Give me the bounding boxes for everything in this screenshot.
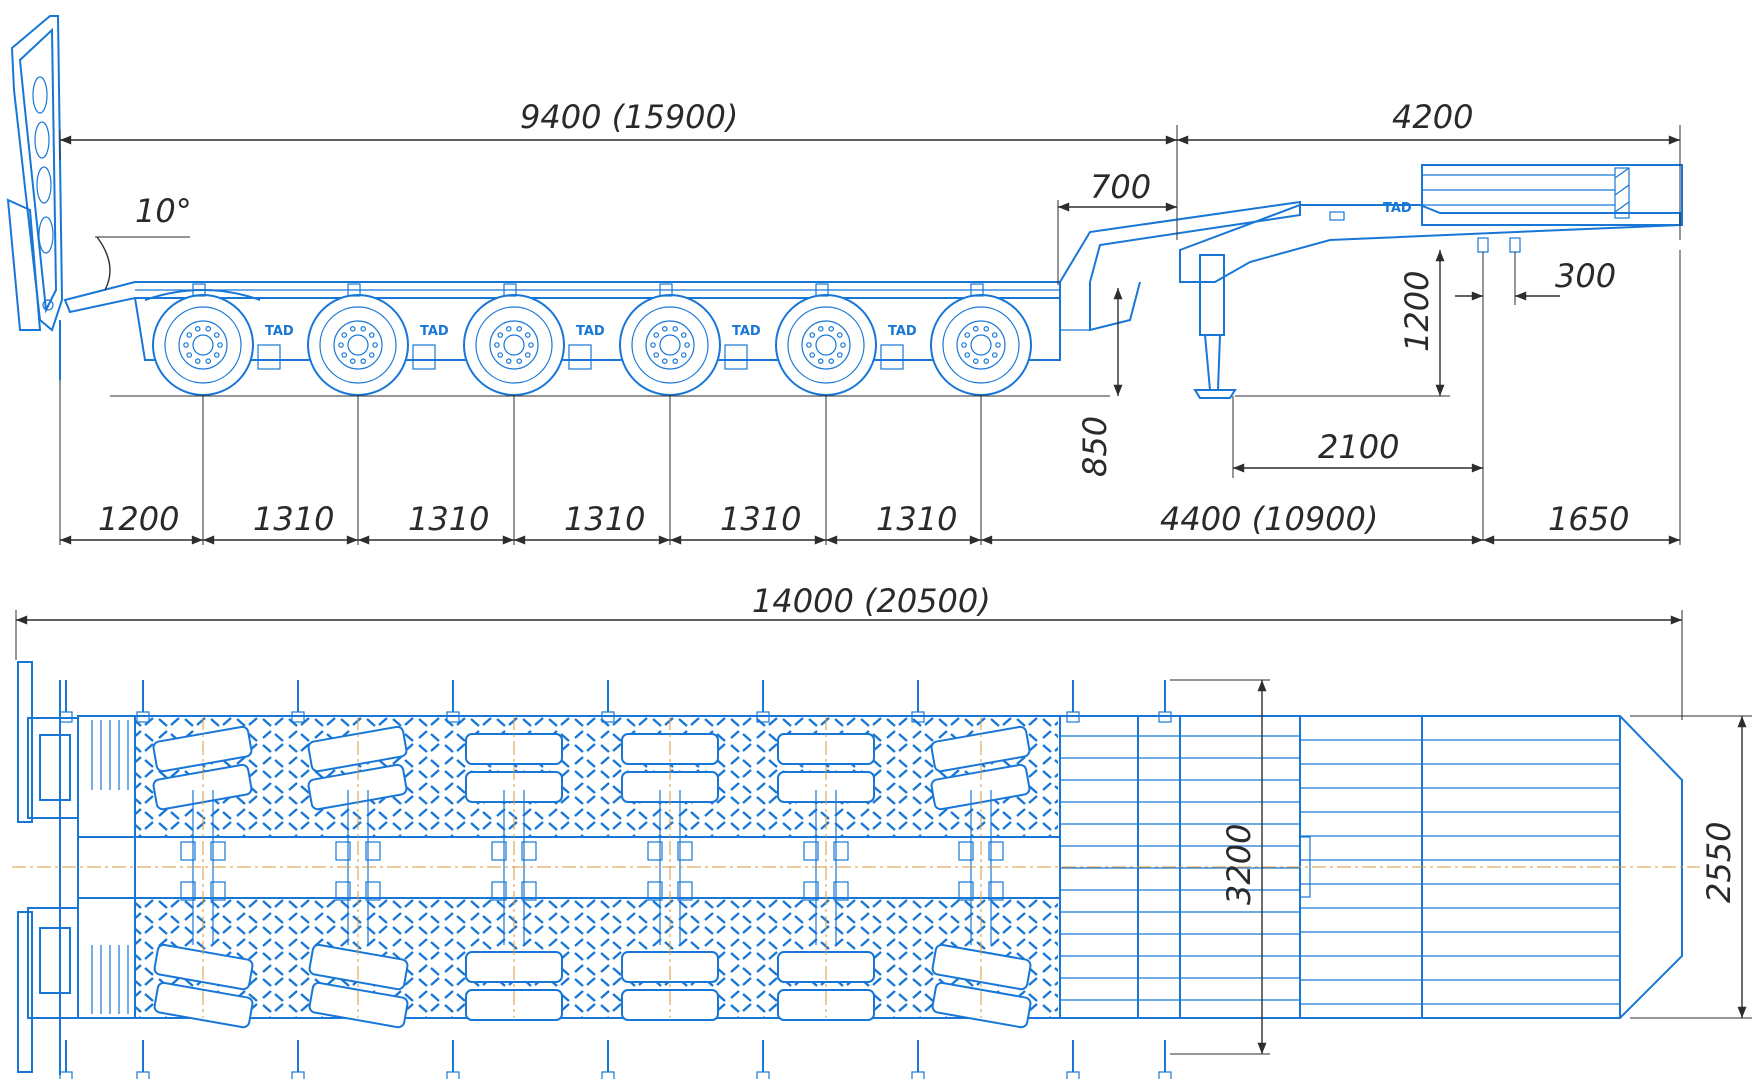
dim-deck-length: 9400 (15900) xyxy=(520,98,738,136)
dim-kingpin-offset: 2100 xyxy=(1318,428,1399,466)
tyre xyxy=(308,943,409,991)
wheel xyxy=(619,294,721,545)
brand-logo-axle: TAD xyxy=(576,324,605,339)
dim-rear-overhang: 1200 xyxy=(98,500,179,538)
loading-ramp xyxy=(6,15,64,380)
wheel xyxy=(307,294,409,545)
dim-gooseneck-height: 1200 xyxy=(1398,271,1436,352)
tyre xyxy=(930,725,1031,773)
tyre xyxy=(308,981,409,1029)
brand-logo-axle: TAD xyxy=(265,324,294,339)
top-view: 14000 (20500) xyxy=(12,582,1752,1079)
tyre xyxy=(930,763,1031,811)
tyre xyxy=(307,725,408,773)
lowbed-deck xyxy=(63,164,1683,399)
platform-frame xyxy=(77,715,1139,1019)
tyre xyxy=(307,763,408,811)
dim-overall-length: 14000 (20500) xyxy=(752,582,991,620)
dim-front-overhang: 1650 xyxy=(1548,500,1629,538)
brand-logo-axle: TAD xyxy=(888,324,917,339)
rear-ramps-top xyxy=(17,661,79,1075)
dim-deck-height: 850 xyxy=(1076,416,1114,477)
dim-kingpin-300: 300 xyxy=(1555,257,1616,295)
dim-axle-spacing-2: 1310 xyxy=(408,500,489,538)
tyre xyxy=(152,763,253,811)
dim-axle-spacing-1: 1310 xyxy=(253,500,334,538)
tyre xyxy=(931,981,1032,1029)
side-view-dimensions: 9400 (15900) 4200 700 10° 850 1200 300 2… xyxy=(59,98,1681,545)
side-view: TAD TAD TAD TAD TAD TAD xyxy=(6,15,1683,545)
dim-extended-width: 3200 xyxy=(1220,824,1258,905)
dim-axle-spacing-5: 1310 xyxy=(876,500,957,538)
axle-group: TAD TAD TAD TAD TAD xyxy=(144,283,1032,545)
top-view-axles xyxy=(59,680,1172,1079)
dim-gooseneck-step: 700 xyxy=(1090,168,1151,206)
dim-gooseneck-length: 4200 xyxy=(1392,98,1473,136)
dim-wheelbase-to-kingpin: 4400 (10900) xyxy=(1160,500,1378,538)
wheel xyxy=(775,294,877,545)
dim-axle-spacing-3: 1310 xyxy=(564,500,645,538)
wheel xyxy=(930,294,1032,545)
tyre xyxy=(152,725,253,773)
tyre xyxy=(931,943,1032,991)
dim-width: 2550 xyxy=(1700,822,1738,903)
wheel xyxy=(463,294,565,545)
tyre xyxy=(153,981,254,1029)
brand-logo-axle: TAD xyxy=(420,324,449,339)
wheel xyxy=(152,294,254,545)
brand-logo-deck: TAD xyxy=(1383,201,1412,216)
brand-logo-axle: TAD xyxy=(732,324,761,339)
tyre xyxy=(153,943,254,991)
dim-ramp-angle: 10° xyxy=(135,192,192,230)
dim-axle-spacing-4: 1310 xyxy=(720,500,801,538)
